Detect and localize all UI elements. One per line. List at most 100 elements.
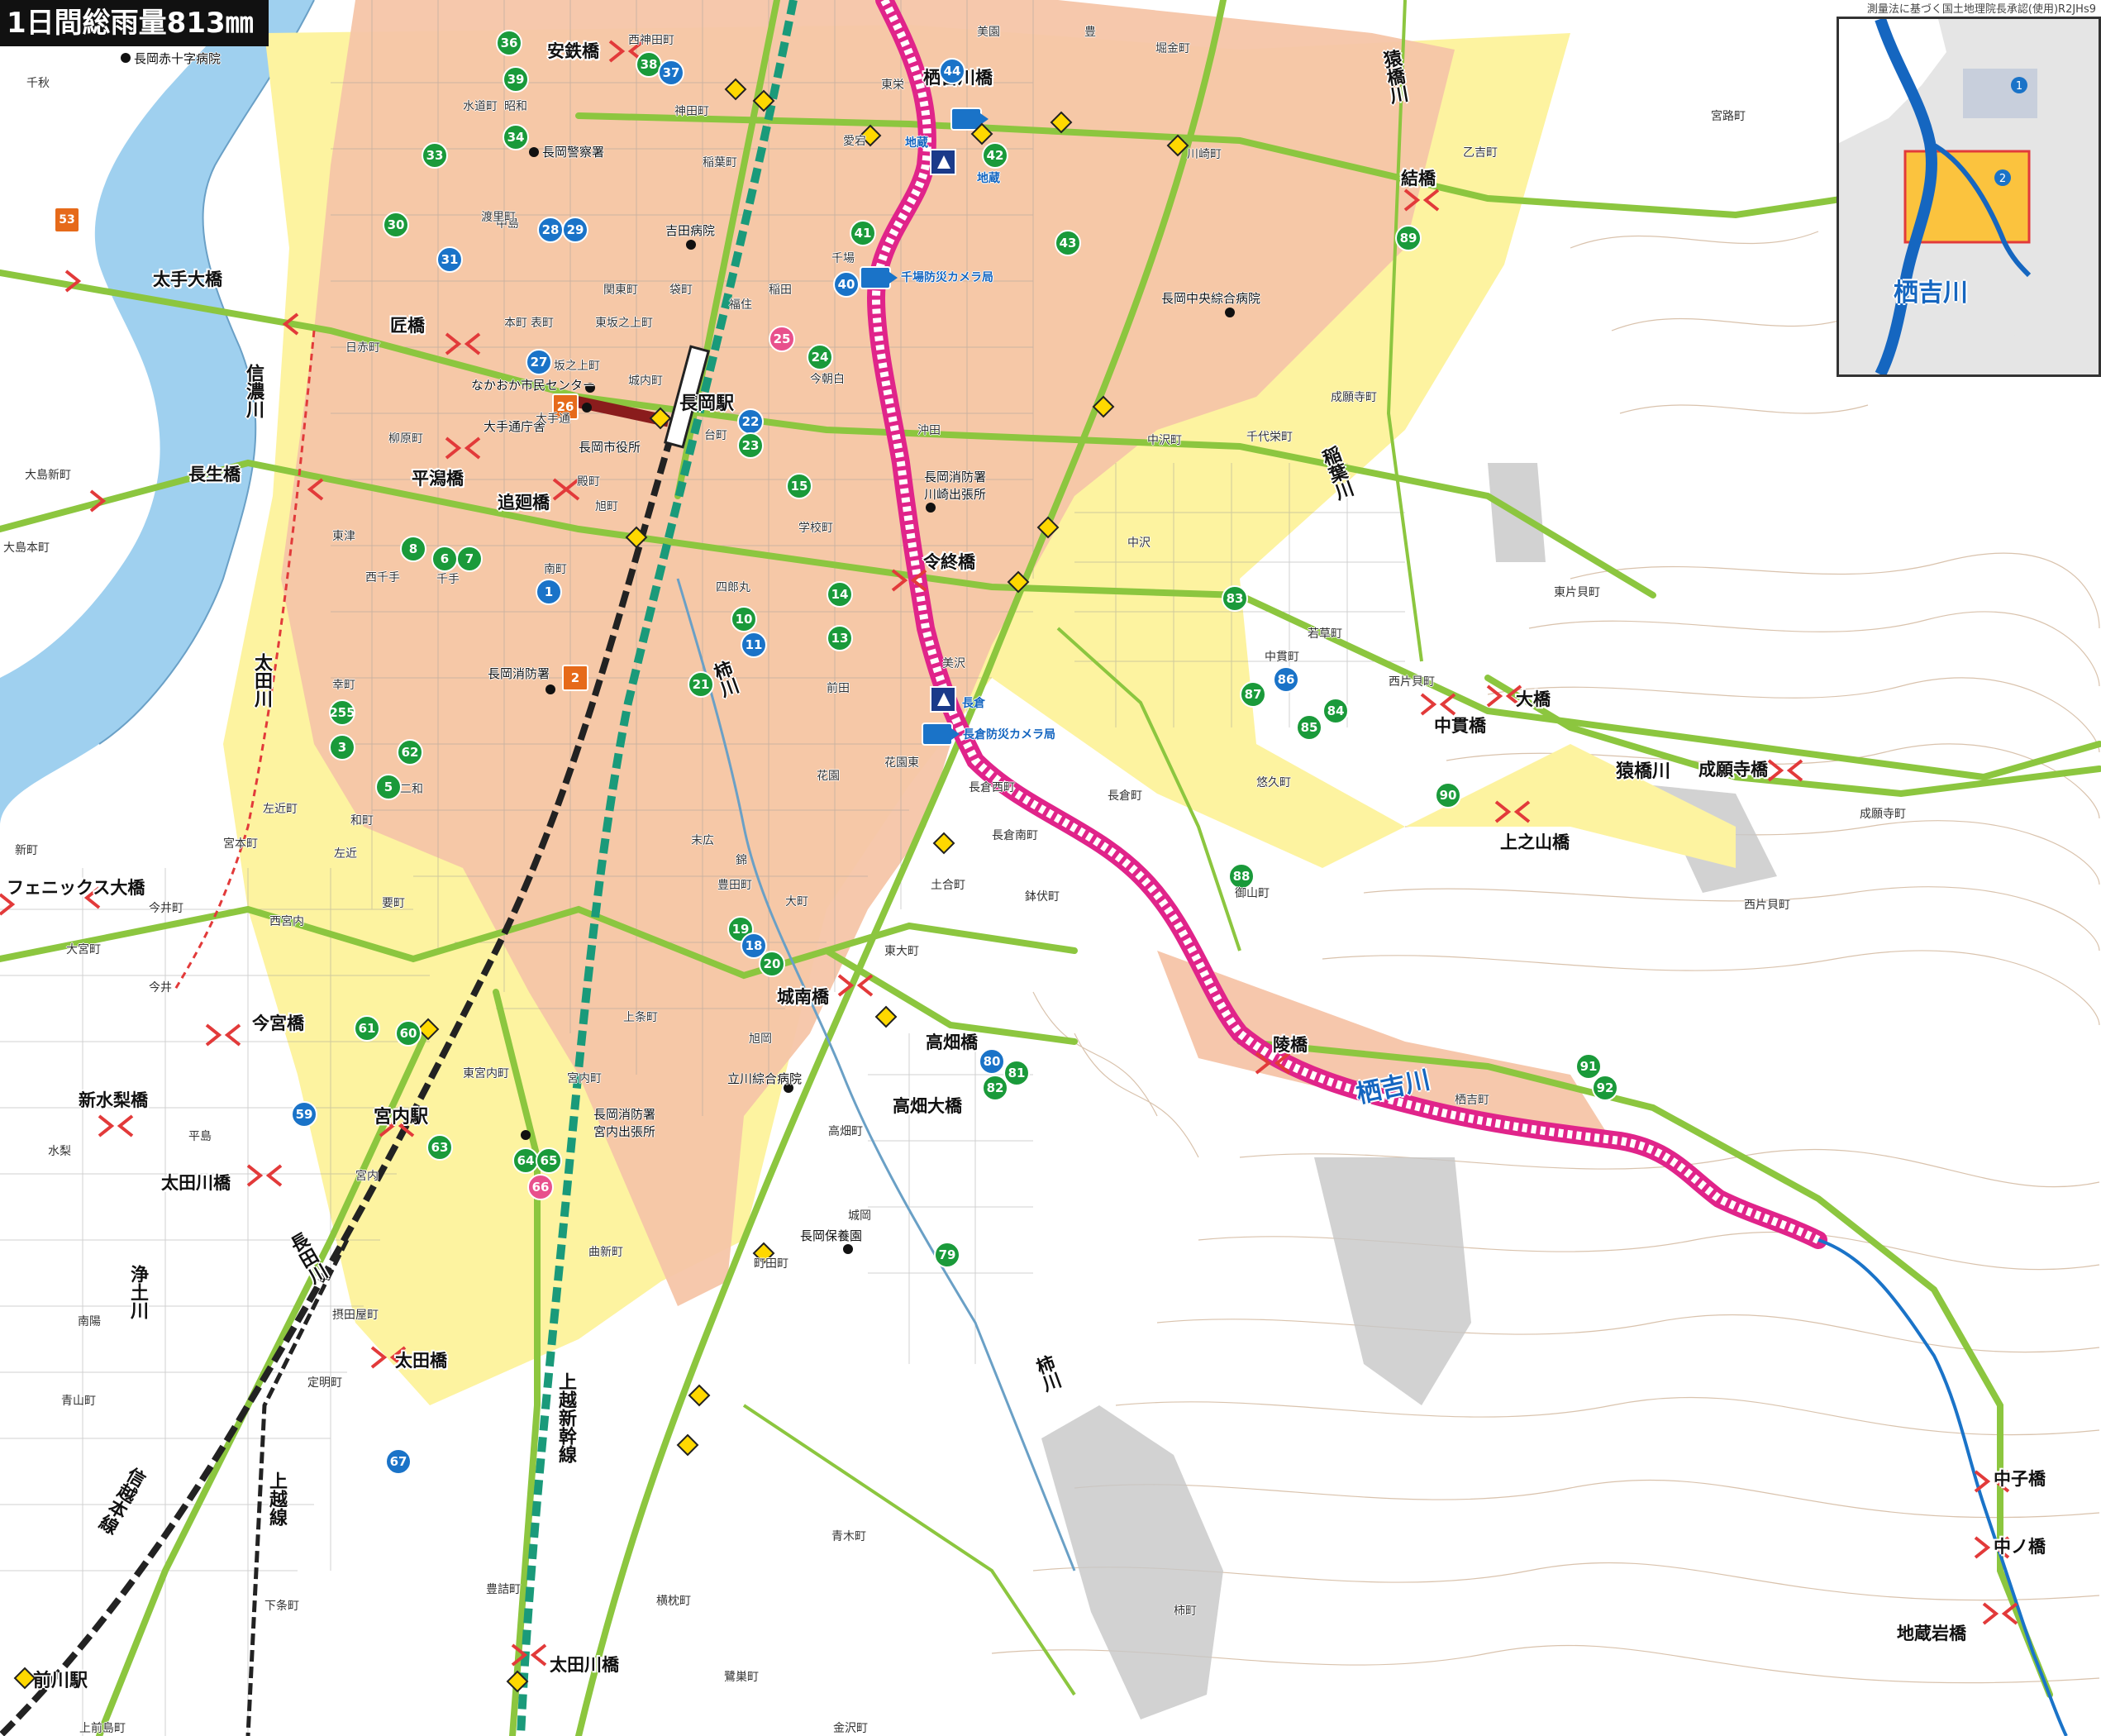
marker[interactable]: 67 [385, 1448, 412, 1475]
route-53-shield: 53 [55, 208, 79, 231]
marker[interactable]: 255 [329, 699, 355, 726]
camera-icon[interactable] [860, 266, 898, 289]
marker[interactable]: 14 [827, 581, 853, 608]
marker[interactable]: 79 [934, 1242, 960, 1268]
marker[interactable]: 37 [658, 60, 684, 86]
inset-river-label: 栖吉川 [1894, 279, 1968, 308]
area-label: 宮路町 [1711, 110, 1746, 123]
marker[interactable]: 87 [1240, 681, 1266, 708]
marker[interactable]: 42 [982, 142, 1008, 169]
inset-area-1-label: 1 [2016, 80, 2022, 93]
facility-label: 大手通庁舎 [484, 419, 546, 434]
marker[interactable]: 62 [397, 739, 423, 765]
marker[interactable]: 61 [354, 1015, 380, 1042]
area-label: 沖田 [917, 424, 941, 437]
facility-dot [784, 1083, 793, 1093]
marker[interactable]: 25 [769, 326, 795, 352]
marker[interactable]: 44 [939, 58, 965, 84]
area-label: 二和 [400, 783, 423, 796]
bridge-label: 今宮橋 [252, 1013, 304, 1033]
marker[interactable]: 27 [526, 349, 552, 375]
marker[interactable]: 84 [1322, 698, 1349, 724]
area-label: 横枕町 [656, 1595, 691, 1608]
marker[interactable]: 8 [400, 536, 426, 562]
marker[interactable]: 85 [1296, 714, 1322, 741]
railways [0, 0, 798, 1736]
bridge-label: 平潟橋 [412, 469, 464, 489]
marker[interactable]: 11 [741, 632, 767, 658]
marker[interactable]: 81 [1003, 1060, 1030, 1086]
marker[interactable]: 91 [1575, 1053, 1602, 1080]
area-label: 今井町 [149, 902, 183, 915]
marker[interactable]: 5 [375, 774, 402, 800]
bridge-label: 高畑橋 [926, 1033, 978, 1052]
camera-icon[interactable] [950, 107, 989, 131]
title-text: 1日間総雨量813㎜ [7, 7, 254, 40]
area-label: 千場 [831, 252, 855, 265]
area-label: 上条町 [623, 1011, 658, 1024]
bridge-label: 長生橋 [188, 465, 241, 484]
marker[interactable]: 29 [562, 217, 588, 243]
minor-roads [742, 0, 1423, 1696]
water-level-station-icon[interactable] [930, 686, 956, 713]
marker[interactable]: 21 [688, 671, 714, 698]
marker[interactable]: 34 [503, 124, 529, 150]
marker[interactable]: 83 [1222, 585, 1248, 612]
marker[interactable]: 60 [395, 1020, 422, 1047]
area-label: 中沢町 [1147, 434, 1182, 447]
marker[interactable]: 80 [979, 1048, 1005, 1075]
water-level-station-icon[interactable] [930, 149, 956, 175]
marker[interactable]: 59 [291, 1101, 317, 1128]
area-label: 美園 [977, 26, 1000, 39]
facility-dot [521, 1130, 531, 1140]
marker[interactable]: 88 [1228, 863, 1255, 889]
marker[interactable]: 30 [383, 212, 409, 238]
marker[interactable]: 2 [562, 665, 588, 691]
bridge-label: 大橋 [1516, 689, 1551, 709]
marker[interactable]: 13 [827, 625, 853, 651]
marker[interactable]: 92 [1592, 1075, 1618, 1101]
area-label: 高畑町 [828, 1125, 863, 1138]
marker[interactable]: 24 [807, 344, 833, 370]
marker[interactable]: 90 [1435, 782, 1461, 808]
area-label: 新町 [15, 844, 38, 857]
marker[interactable]: 6 [431, 546, 458, 572]
marker[interactable]: 22 [737, 408, 764, 435]
marker[interactable]: 39 [503, 66, 529, 93]
marker[interactable]: 86 [1273, 666, 1299, 693]
shinetsu-line [0, 412, 681, 1736]
marker[interactable]: 31 [436, 246, 463, 273]
area-label: 西片貝町 [1744, 899, 1790, 912]
marker[interactable]: 89 [1395, 225, 1422, 251]
marker[interactable]: 33 [422, 142, 448, 169]
camera-icon[interactable] [922, 723, 960, 746]
bridge-label: 太田橋 [395, 1351, 447, 1371]
area-label: 末広 [691, 834, 714, 847]
marker[interactable]: 64 [512, 1147, 539, 1174]
area-label: 水道町 [463, 100, 498, 113]
marker[interactable]: 63 [426, 1134, 453, 1161]
marker[interactable]: 20 [759, 951, 785, 977]
marker[interactable]: 40 [833, 271, 860, 298]
area-label: 成願寺町 [1860, 808, 1906, 821]
marker[interactable]: 28 [537, 217, 564, 243]
marker[interactable]: 43 [1055, 230, 1081, 256]
marker[interactable]: 15 [786, 473, 812, 499]
marker[interactable]: 1 [536, 579, 562, 605]
bridge-label: 新水梨橋 [79, 1090, 148, 1110]
marker[interactable]: 26 [552, 393, 579, 420]
marker[interactable]: 66 [527, 1174, 554, 1200]
area-label: 神田町 [674, 105, 709, 118]
bridge-label: 高畑大橋 [893, 1096, 962, 1116]
marker[interactable]: 10 [731, 606, 757, 632]
marker[interactable]: 3 [329, 734, 355, 761]
marker[interactable]: 65 [536, 1147, 562, 1174]
marker[interactable]: 7 [456, 546, 483, 572]
marker[interactable]: 36 [496, 30, 522, 56]
marker[interactable]: 82 [982, 1075, 1008, 1101]
marker[interactable]: 41 [850, 220, 876, 246]
area-label: 本町 [504, 317, 527, 330]
marker[interactable]: 23 [737, 432, 764, 459]
area-label: 日赤町 [345, 341, 380, 355]
